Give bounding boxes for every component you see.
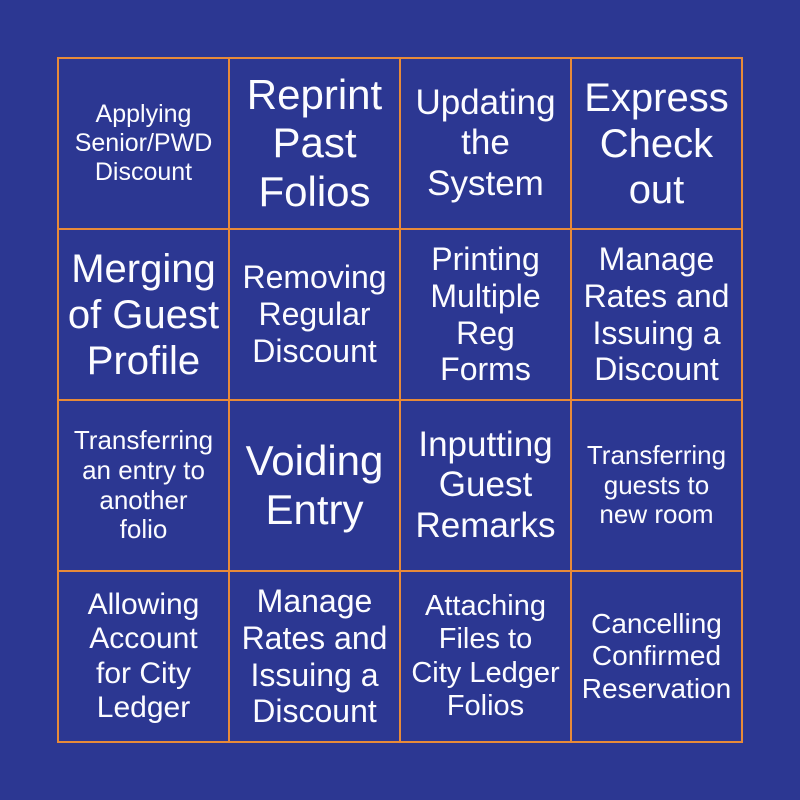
bingo-cell-5[interactable]: Merging of Guest Profile xyxy=(59,230,228,399)
bingo-cell-8[interactable]: Manage Rates and Issuing a Discount xyxy=(572,230,741,399)
bingo-cell-2[interactable]: Reprint Past Folios xyxy=(230,59,399,228)
bingo-cell-7[interactable]: Printing Multiple Reg Forms xyxy=(401,230,570,399)
bingo-cell-15[interactable]: Attaching Files to City Ledger Folios xyxy=(401,572,570,741)
bingo-cell-10[interactable]: Voiding Entry xyxy=(230,401,399,570)
bingo-cell-16[interactable]: Cancelling Confirmed Reservation xyxy=(572,572,741,741)
bingo-cell-4[interactable]: Express Check out xyxy=(572,59,741,228)
bingo-cell-1[interactable]: Applying Senior/PWD Discount xyxy=(59,59,228,228)
bingo-cell-9[interactable]: Transferring an entry to another folio xyxy=(59,401,228,570)
bingo-cell-11[interactable]: Inputting Guest Remarks xyxy=(401,401,570,570)
bingo-cell-6[interactable]: Removing Regular Discount xyxy=(230,230,399,399)
bingo-cell-13[interactable]: Allowing Account for City Ledger xyxy=(59,572,228,741)
bingo-cell-12[interactable]: Transferring guests to new room xyxy=(572,401,741,570)
bingo-board: Applying Senior/PWD Discount Reprint Pas… xyxy=(57,57,743,743)
bingo-cell-14[interactable]: Manage Rates and Issuing a Discount xyxy=(230,572,399,741)
bingo-cell-3[interactable]: Updating the System xyxy=(401,59,570,228)
